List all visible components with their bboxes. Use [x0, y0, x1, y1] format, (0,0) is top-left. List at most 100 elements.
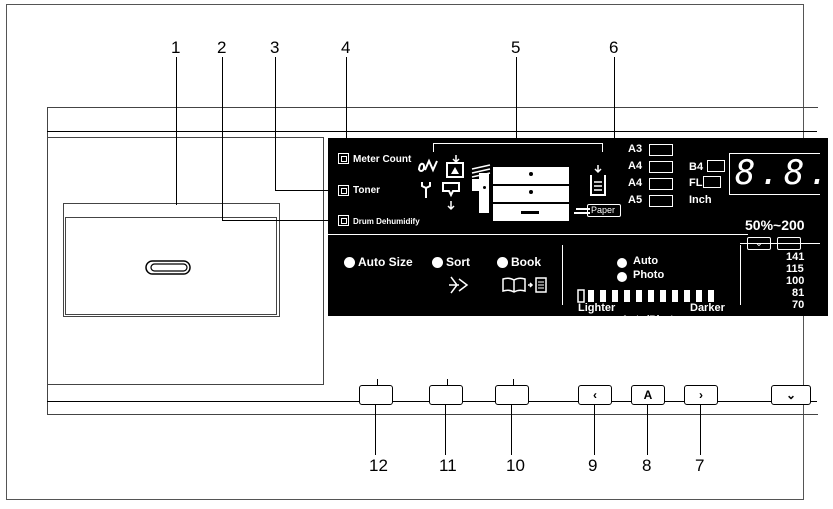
copy-count-digits: 8.8. [735, 153, 833, 193]
callout-9: 9 [588, 456, 598, 475]
drum-dehumidify-label: Drum Dehumidify [353, 217, 420, 226]
button-11-stem [447, 379, 448, 385]
add-paper-icon [589, 165, 607, 202]
exposure-level-bar [577, 288, 722, 309]
exposure-divider-left [562, 245, 563, 305]
manual-feed-icon [479, 173, 489, 213]
cover-recess [63, 203, 280, 317]
callout-2: 2 [217, 38, 227, 57]
book-copy-icon [501, 275, 549, 300]
zoom-select-button[interactable]: ⌄ [771, 385, 811, 405]
callout-11: 11 [439, 456, 457, 475]
leader-5 [516, 57, 517, 143]
waste-toner-icon [441, 181, 461, 216]
zoom-preset-115: 115 [786, 263, 804, 275]
lighter-label: Lighter [578, 302, 616, 314]
callout-6: 6 [609, 38, 619, 57]
leader-2-horizontal [222, 220, 334, 221]
zoom-range-label: 50%~200 [745, 217, 805, 233]
auto-photo-mode-label: Auto/Photo [621, 314, 681, 326]
leader-12 [375, 405, 376, 455]
copy-count-display [729, 153, 820, 195]
auto-photo-button[interactable]: A [631, 385, 665, 405]
drawer-2-lamp [529, 190, 533, 194]
diagram-frame: 1 2 3 4 5 6 12 11 10 9 8 7 Meter Count T… [6, 4, 829, 500]
size-a4r-icon [649, 178, 673, 190]
paper-indicator-frame [587, 204, 621, 217]
size-fl-label: FL [689, 177, 703, 189]
misfeed-icon [417, 158, 441, 179]
manual-feed-lamp [483, 186, 486, 189]
toner-indicator [338, 185, 349, 196]
callout-5: 5 [511, 38, 521, 57]
callout-8: 8 [642, 456, 652, 475]
sort-icon [447, 275, 469, 300]
size-b4-label: B4 [689, 161, 704, 173]
toner-bottle-icon [443, 155, 469, 184]
photo-exposure-lamp [617, 272, 627, 282]
leader-1 [176, 57, 177, 205]
sort-lamp [432, 257, 443, 268]
exposure-lighter-button[interactable]: ‹ [578, 385, 612, 405]
paper-indicator-label: Paper [591, 205, 616, 215]
size-a3-label: A3 [628, 143, 643, 155]
auto-exposure-label: Auto [633, 255, 659, 267]
drum-dehumidify-indicator [338, 215, 349, 226]
wrench-icon [420, 181, 432, 204]
size-a4-icon [649, 161, 673, 173]
auto-exposure-lamp [617, 258, 627, 268]
size-fl-icon [703, 176, 721, 188]
meter-count-label: Meter Count [353, 154, 412, 165]
zoom-preset-81: 81 [792, 287, 805, 299]
drawer-divider-2 [493, 202, 569, 204]
size-b4-icon [707, 160, 725, 172]
callout-10: 10 [506, 456, 525, 475]
auto-size-lamp [344, 257, 355, 268]
book-lamp [497, 257, 508, 268]
cover-window [65, 217, 277, 315]
paper-path-bracket [433, 143, 603, 152]
leader-4 [346, 57, 347, 153]
leader-10 [511, 405, 512, 455]
size-inch-label: Inch [689, 194, 712, 206]
meter-count-indicator [338, 153, 349, 164]
book-button[interactable] [495, 385, 529, 405]
leader-8 [647, 405, 648, 455]
zoom-preset-70: 70 [792, 299, 805, 311]
exposure-divider-right [740, 245, 741, 305]
size-a4-rotated-label: A4 [628, 177, 643, 189]
panel-divider [328, 234, 748, 235]
size-a5-label: A5 [628, 194, 643, 206]
book-label: Book [511, 255, 541, 269]
auto-size-label: Auto Size [358, 255, 413, 269]
photo-exposure-label: Photo [633, 269, 665, 281]
size-a3-icon [649, 144, 673, 156]
exposure-darker-button[interactable]: › [684, 385, 718, 405]
button-10-stem [513, 379, 514, 385]
leader-2 [222, 57, 223, 221]
callout-3: 3 [270, 38, 280, 57]
drawer-1-lamp [529, 172, 533, 176]
paper-clip-icon [145, 259, 195, 277]
indicator-panel [328, 138, 828, 316]
sort-label: Sort [446, 255, 470, 269]
button-12-stem [377, 379, 378, 385]
callout-7: 7 [695, 456, 705, 475]
leader-3-horizontal [275, 190, 335, 191]
size-a5-icon [649, 195, 673, 207]
leader-9 [594, 405, 595, 455]
drawer-divider-1 [493, 184, 569, 186]
document-cover [47, 137, 324, 385]
zoom-preset-100: 100 [786, 275, 805, 287]
panel-top-line [47, 131, 817, 132]
auto-size-button[interactable] [359, 385, 393, 405]
leader-11 [445, 405, 446, 455]
sort-button[interactable] [429, 385, 463, 405]
darker-label: Darker [690, 302, 725, 314]
callout-4: 4 [341, 38, 351, 57]
leader-6 [614, 57, 615, 167]
callout-12: 12 [369, 456, 388, 475]
size-a4-label: A4 [628, 160, 643, 172]
drawer-3-lamp [521, 211, 539, 214]
leader-7 [700, 405, 701, 455]
